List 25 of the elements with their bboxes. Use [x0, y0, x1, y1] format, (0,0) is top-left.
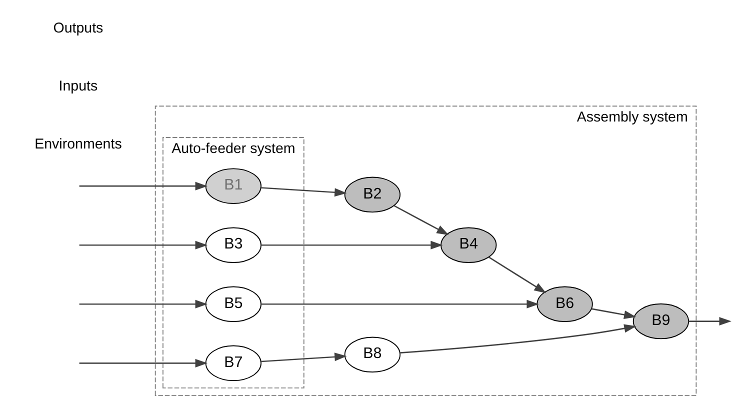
node-ellipse: B6: [536, 286, 592, 322]
arrow: [488, 256, 546, 294]
label: Inputs: [58, 78, 98, 94]
arrow: [260, 240, 442, 250]
node-ellipse: B2: [344, 176, 400, 213]
node-ellipse: B3: [204, 227, 262, 263]
node-ellipse: B7: [204, 345, 262, 382]
label: Outputs: [52, 20, 103, 36]
arrow: [78, 358, 207, 368]
node-ellipse: B8: [344, 336, 400, 372]
arrow: [688, 317, 731, 326]
arrow: [78, 240, 207, 250]
arrow: [400, 324, 636, 354]
label: Environments: [34, 136, 122, 152]
arrow: [78, 182, 207, 190]
arrow: [260, 300, 538, 308]
arrow: [260, 352, 346, 362]
arrow: [590, 308, 636, 319]
node-ellipse: B5: [204, 286, 262, 322]
arrow: [260, 187, 346, 197]
node-ellipse: B1: [204, 168, 262, 204]
node-ellipse: B9: [632, 303, 689, 340]
node-ellipse: B4: [440, 227, 496, 263]
arrow: [78, 300, 207, 308]
arrow: [394, 205, 448, 236]
